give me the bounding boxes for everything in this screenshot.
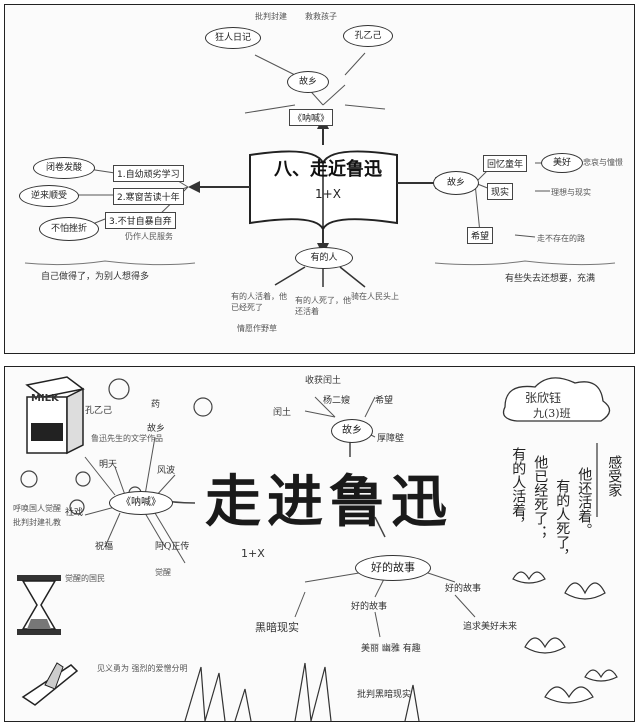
- bottom-map-title: 走进鲁迅: [205, 469, 453, 535]
- bottom-story-item-f: 追求美好未来: [463, 622, 518, 632]
- top-mind-map-panel: 八、走近鲁迅 1+X 有的人 1.自幼顽劣学习 2.寒窗苦读十年 3.不甘自暴自…: [4, 4, 635, 354]
- top-bottom-note-3: 骑在人民头上: [351, 292, 399, 301]
- bottom-drawings: [17, 376, 618, 721]
- top-bottom-note-2: 有的人死了，他还活着: [295, 296, 351, 316]
- top-right-item-1: 回忆童年: [483, 155, 528, 172]
- bottom-map-subtitle: 1+X: [241, 547, 265, 560]
- bottom-left-note-3: 批判封建礼教: [13, 518, 61, 527]
- top-top-cloud-1: 狂人日记: [205, 27, 261, 49]
- bottom-story-node: 好的故事: [355, 555, 431, 581]
- bottom-story-item-b: 好的故事: [351, 602, 388, 612]
- bottom-top-item-a: 收获闰土: [305, 376, 342, 386]
- bottom-story-item-a: 黑暗现实: [255, 621, 299, 634]
- top-top-cloud-3: 孔乙己: [343, 25, 393, 47]
- hourglass-icon: [17, 575, 61, 635]
- bottom-mind-map-panel: MILK 走进鲁迅 1+X 张欣钰 九(3)班 感受家 他还活着。 有的人死了，…: [4, 366, 635, 722]
- top-right-cloud-1: 美好: [541, 153, 583, 173]
- bottom-left-item-c: 故乡: [147, 424, 166, 434]
- top-right-item-3: 希望: [467, 227, 494, 244]
- top-map-subtitle: 1+X: [315, 187, 341, 201]
- poem-line-2: 他已经死了；: [532, 455, 549, 539]
- top-left-cloud-3: 不怕挫折: [39, 217, 99, 241]
- bottom-top-item-b: 闰土: [273, 408, 292, 418]
- bottom-left-item-b: 药: [151, 400, 161, 410]
- top-top-note-2: 救救孩子: [305, 12, 337, 21]
- top-bottom-note-4: 情愿作野草: [237, 324, 277, 333]
- author-name: 张欣钰: [525, 391, 562, 405]
- class-label: 九(3)班: [533, 407, 571, 420]
- top-bottom-note-1: 有的人活着，他已经死了: [231, 292, 287, 312]
- top-left-item-3: 3.不甘自暴自弃: [105, 212, 176, 229]
- milk-carton-icon: [25, 376, 85, 455]
- bottom-top-item-d: 希望: [375, 396, 394, 406]
- bottom-top-item-c: 杨二嫂: [323, 396, 351, 406]
- bottom-left-note-6: 见义勇为 强烈的爱憎分明: [97, 664, 188, 673]
- top-top-note-1: 批判封建: [255, 12, 287, 21]
- top-left-note-1: 仍作人民服务: [125, 232, 173, 241]
- bottom-story-item-c: 美丽 幽雅 有趣: [361, 644, 421, 654]
- top-left-item-2: 2.寒窗苦读十年: [113, 188, 184, 205]
- top-center-bottom-node: 有的人: [295, 247, 353, 269]
- top-top-cloud-2: 故乡: [287, 71, 329, 93]
- bottom-top-item-e: 厚障壁: [377, 434, 405, 444]
- top-right-item-2: 现实: [487, 183, 514, 200]
- top-top-node: 《呐喊》: [289, 109, 334, 126]
- top-left-cloud-1: 闭卷发酸: [33, 157, 95, 179]
- bottom-left-item-g: 祝福: [95, 542, 114, 552]
- milk-label: MILK: [31, 393, 59, 404]
- bottom-left-note-4: 觉醒的国民: [65, 574, 105, 583]
- bottom-left-note-2: 呼唤国人觉醒: [13, 504, 61, 513]
- bottom-left-item-a: 孔乙己: [85, 406, 113, 416]
- bottom-left-item-d: 风波: [157, 466, 176, 476]
- top-left-item-1: 1.自幼顽劣学习: [113, 165, 184, 182]
- bottom-story-item-e: 好的故事: [445, 584, 482, 594]
- cloud-icon: [502, 377, 611, 422]
- bottom-top-node: 故乡: [331, 419, 373, 443]
- bottom-story-item-d: 批判黑暗现实: [357, 690, 412, 700]
- top-right-note-1: 悲哀与憧憬: [583, 158, 623, 167]
- bottom-left-note-1: 鲁迅先生的文学作品: [91, 434, 163, 443]
- top-right-note-2: 理想与现实: [551, 188, 591, 197]
- top-right-node: 故乡: [433, 171, 479, 195]
- top-map-title: 八、走近鲁迅: [274, 159, 382, 180]
- poem-line-4: 他还活着。: [576, 467, 593, 537]
- bottom-left-note-5: 觉醒: [155, 568, 171, 577]
- bottom-left-item-h: 阿Q正传: [155, 542, 190, 552]
- bottom-left-node: 《呐喊》: [109, 491, 173, 515]
- top-right-caption: 有些失去还想要，充满: [505, 274, 596, 284]
- bottom-left-item-f: 社戏: [65, 508, 84, 518]
- airplane-icon: [21, 662, 79, 706]
- bottom-left-item-e: 明天: [99, 460, 118, 470]
- poem-line-3: 有的人死了，: [554, 479, 571, 563]
- top-right-note-3: 走不存在的路: [537, 234, 585, 243]
- top-left-cloud-2: 逆来顺受: [19, 185, 79, 207]
- poem-line-1: 有的人活着，: [510, 447, 527, 531]
- top-left-caption: 自己做得了，为别人想得多: [41, 272, 150, 282]
- feeling-label: 感受家: [606, 455, 623, 497]
